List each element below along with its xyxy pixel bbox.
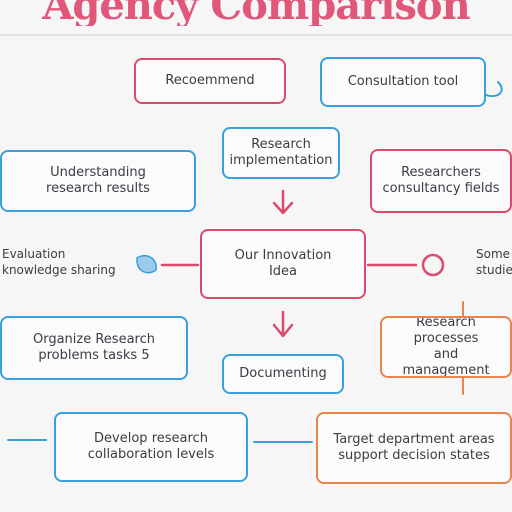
node-top-left: Recoemmend: [134, 58, 286, 104]
node-center: Our Innovation Idea: [200, 229, 366, 299]
node-lower-left: Organize Research problems tasks 5: [0, 316, 188, 380]
node-lower-center: Documenting: [222, 354, 344, 394]
node-upper-center: Research implementation: [222, 127, 340, 179]
title-divider: [0, 34, 512, 36]
diagram-title: Agency Comparison: [42, 0, 470, 26]
arrow-down-lower: [272, 310, 294, 338]
node-bottom-left: Develop research collaboration levels: [54, 412, 248, 482]
curl-top-right: [483, 81, 503, 98]
side-label-right: Some studies: [476, 247, 512, 277]
node-lower-right: Research processes and management: [380, 316, 512, 378]
leaf-icon: [136, 254, 157, 274]
connector-node-right: [421, 253, 445, 277]
node-top-right: Consultation tool: [320, 57, 486, 107]
node-bottom-right: Target department areas support decision…: [316, 412, 512, 484]
node-mid-left: Understanding research results: [0, 150, 196, 212]
arrow-down-upper: [272, 189, 294, 215]
node-mid-right: Researchers consultancy fields: [370, 149, 512, 213]
side-label-left: Evaluation knowledge sharing: [2, 247, 116, 277]
